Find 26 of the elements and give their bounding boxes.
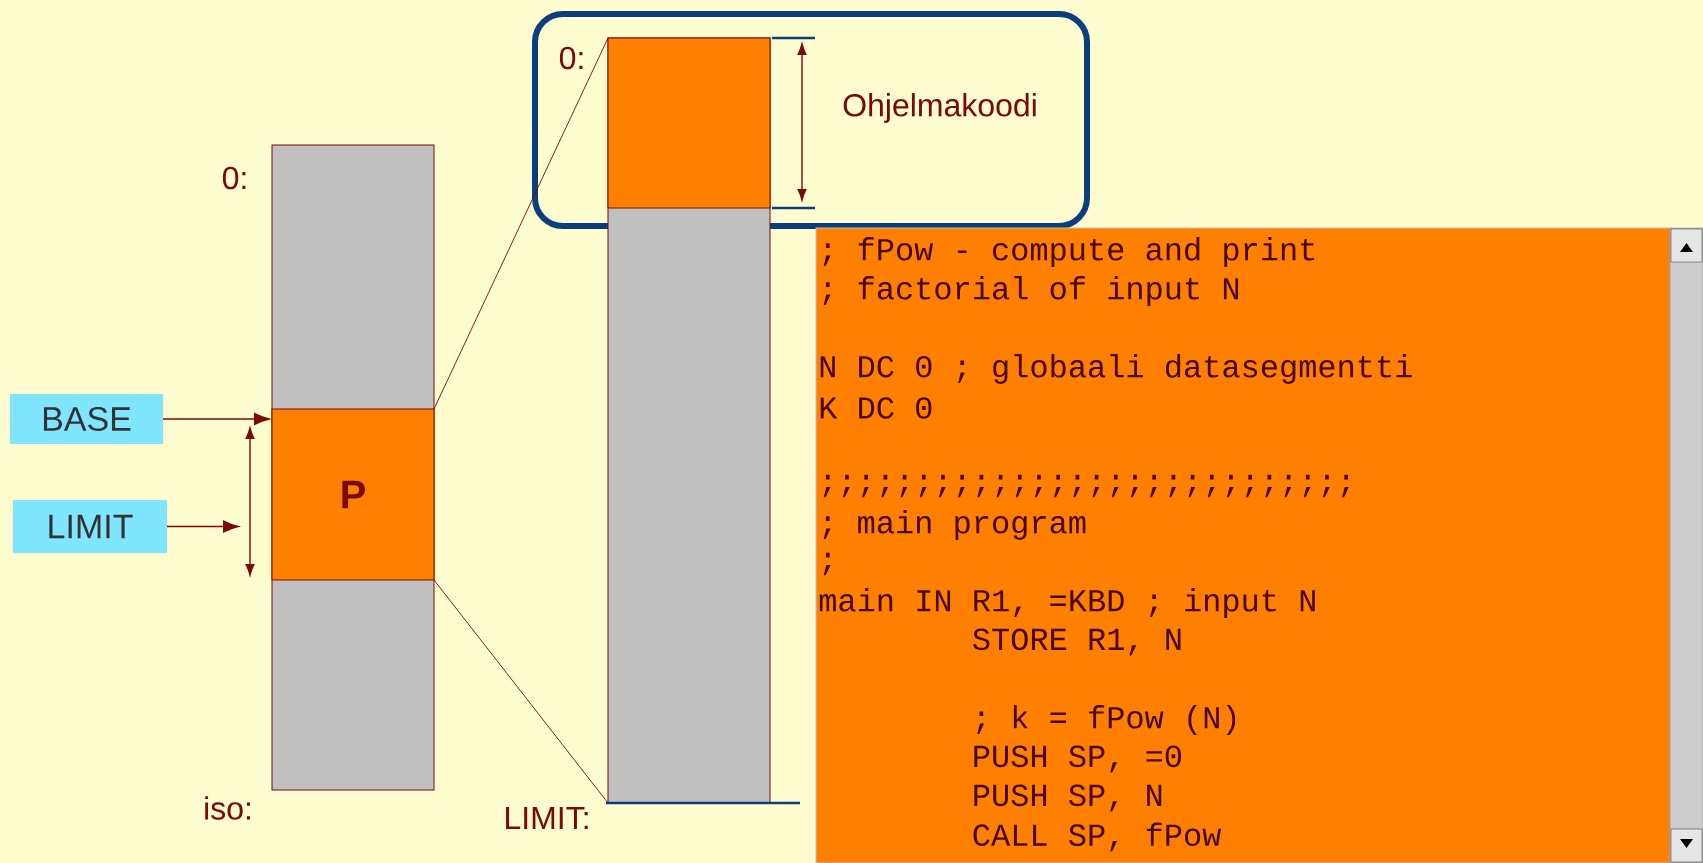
code-line: PUSH SP, N (974, 784, 1162, 812)
memory-segment: P (271, 408, 435, 581)
address-label: 0: (559, 46, 583, 70)
address-label: 0: (222, 166, 246, 190)
address-label: LIMIT: (506, 807, 588, 829)
code-line: N DC 0 ; globaali datasegmentti (820, 354, 1412, 384)
zoom-line (433, 37, 609, 410)
register-label: LIMIT (13, 500, 167, 553)
code-line: ; main program (823, 510, 1086, 540)
code-line: PUSH SP, =0 (974, 745, 1182, 773)
code-line: ; factorial of input N (823, 276, 1239, 306)
code-line: ;;;;;;;;;;;;;;;;;;;;;;;;;;;; (823, 474, 1349, 498)
arrow (166, 520, 239, 533)
code-line: main IN R1, =KBD ; input N (819, 588, 1315, 618)
code-segment (607, 37, 771, 209)
code-line: CALL SP, fPow (973, 822, 1222, 852)
code-line: STORE R1, N (973, 628, 1181, 656)
register-label: BASE (10, 394, 163, 444)
address-label: iso: (205, 796, 250, 820)
arrow (162, 413, 270, 425)
code-line: ; k = fPow (N) (977, 705, 1236, 735)
code-line: K DC 0 (820, 397, 932, 419)
address-label: Ohjelmakoodi (843, 93, 1036, 123)
code-line: ; fPow - compute and print (823, 237, 1315, 267)
code-line: ; (823, 552, 831, 576)
zoom-line (433, 579, 609, 804)
